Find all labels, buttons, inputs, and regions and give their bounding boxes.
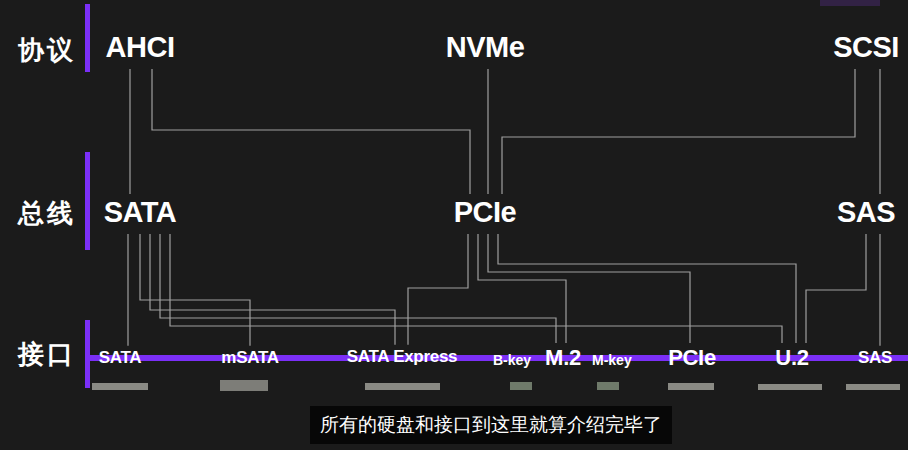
- node-text: U.2: [775, 346, 808, 370]
- connector-line: [502, 69, 855, 194]
- connector-line: [152, 69, 470, 194]
- node-text: PCIe: [454, 197, 516, 229]
- connector-line: [140, 234, 250, 346]
- key-label: M-key: [592, 352, 632, 368]
- connector-line: [170, 234, 782, 343]
- node-text: AHCI: [106, 32, 175, 64]
- node-text: SAS: [858, 349, 892, 368]
- node-text: NVMe: [446, 32, 525, 64]
- node-text: SAS: [837, 197, 895, 229]
- interface-node: U.2: [772, 344, 811, 372]
- row-bar: [85, 4, 90, 72]
- interface-node: M.2: [542, 344, 584, 372]
- msata-port: [220, 380, 268, 391]
- row-label: 接口: [18, 337, 76, 372]
- node-text: SATA: [99, 349, 142, 368]
- connector-pictures: [92, 380, 900, 391]
- interface-node: SATA: [96, 347, 145, 370]
- node-text: M.2: [545, 346, 581, 370]
- bus-node: PCIe: [451, 195, 519, 231]
- connector-line: [478, 234, 566, 343]
- key-label: B-key: [493, 352, 531, 368]
- connector-line: [806, 234, 866, 343]
- protocol-node: SCSI: [830, 30, 902, 66]
- connector-line: [127, 234, 128, 346]
- node-text: SATA Express: [347, 348, 457, 367]
- m2-mkey-port: [597, 382, 619, 390]
- connector-line: [129, 69, 130, 194]
- interface-node: mSATA: [218, 347, 281, 370]
- protocol-node: AHCI: [103, 30, 178, 66]
- bus-node: SATA: [101, 195, 180, 231]
- subtitle: 所有的硬盘和接口到这里就算介绍完毕了: [310, 406, 672, 444]
- interface-node: SATA Express: [344, 346, 460, 369]
- sata-port: [92, 383, 148, 390]
- row-bar: [85, 320, 90, 388]
- connector-line: [498, 234, 796, 343]
- node-text: PCIe: [668, 346, 716, 370]
- connector-line: [488, 234, 690, 343]
- pcie-port: [668, 383, 714, 390]
- node-text: SATA: [104, 197, 177, 229]
- node-text: mSATA: [221, 349, 278, 368]
- interface-node: PCIe: [665, 344, 719, 372]
- m2-bkey-port: [510, 382, 532, 390]
- row-bar: [85, 152, 90, 250]
- row-label: 总线: [18, 196, 76, 231]
- sas-port: [846, 384, 900, 390]
- connector-line: [879, 234, 880, 346]
- connector-line: [408, 234, 468, 345]
- bus-node: SAS: [834, 195, 898, 231]
- node-text: SCSI: [833, 32, 899, 64]
- sata-express-port: [365, 383, 440, 390]
- decor-dash: [820, 0, 880, 6]
- protocol-node: NVMe: [443, 30, 528, 66]
- u2-port: [758, 384, 822, 390]
- connector-line: [487, 69, 488, 194]
- connector-line: [879, 69, 880, 194]
- interface-node: SAS: [855, 347, 895, 370]
- connector-line: [150, 234, 395, 345]
- row-label: 协议: [18, 33, 76, 68]
